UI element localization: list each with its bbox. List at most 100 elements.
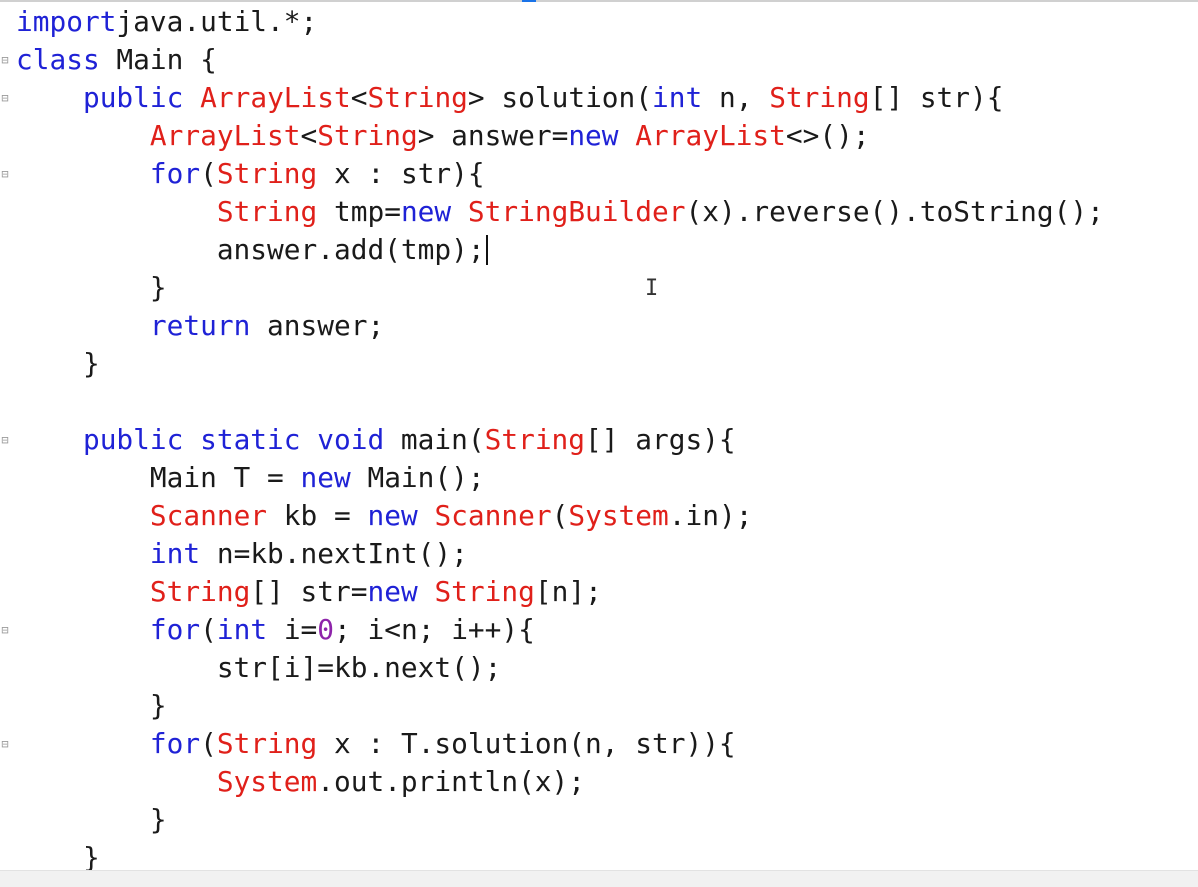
code-line[interactable]: } — [0, 839, 1198, 870]
code-token: > answer= — [417, 119, 569, 152]
fold-marker-icon[interactable]: ⊟ — [1, 623, 9, 637]
code-token: .in); — [668, 499, 753, 532]
code-line[interactable]: String tmp=new StringBuilder(x).reverse(… — [0, 193, 1198, 231]
code-line[interactable]: answer.add(tmp); — [0, 231, 1198, 269]
code-line[interactable]: str[i]=kb.next(); — [0, 649, 1198, 687]
code-token: } — [16, 271, 167, 304]
code-text: System.out.println(x); — [16, 763, 585, 801]
code-token: ( — [200, 727, 217, 760]
code-text: for(String x : str){ — [16, 155, 485, 193]
code-token: String — [434, 575, 535, 608]
code-line[interactable]: } — [0, 687, 1198, 725]
code-token — [451, 195, 468, 228]
code-token: String — [769, 81, 870, 114]
code-token: i= — [267, 613, 318, 646]
code-token — [418, 575, 435, 608]
code-token: ( — [551, 499, 569, 532]
code-token: Scanner — [149, 499, 268, 532]
code-token: String — [216, 727, 318, 760]
code-token — [16, 119, 150, 152]
text-caret — [485, 235, 488, 265]
code-text: answer.add(tmp); — [16, 231, 488, 269]
code-token: System — [568, 499, 669, 532]
code-token: System — [216, 765, 318, 798]
code-token: .out.println(x); — [317, 765, 586, 798]
code-token: for — [149, 613, 201, 646]
code-line[interactable]: ArrayList<String> answer=new ArrayList<>… — [0, 117, 1198, 155]
code-token: tmp= — [317, 195, 401, 228]
code-token — [418, 499, 435, 532]
code-text: String tmp=new StringBuilder(x).reverse(… — [16, 193, 1104, 231]
code-text: str[i]=kb.next(); — [16, 649, 502, 687]
code-line[interactable]: System.out.println(x); — [0, 763, 1198, 801]
code-token: str[i]=kb.next(); — [16, 651, 502, 684]
code-line[interactable]: ⊟ for(String x : str){ — [0, 155, 1198, 193]
code-token: < — [350, 81, 368, 114]
code-text: } — [16, 801, 167, 839]
code-token — [16, 765, 217, 798]
code-text: importjava.util.*; — [16, 3, 317, 41]
code-text: String[] str=new String[n]; — [16, 573, 602, 611]
code-line[interactable]: ⊟ for(String x : T.solution(n, str)){ — [0, 725, 1198, 763]
code-text: public ArrayList<String> solution(int n,… — [16, 79, 1004, 117]
code-token: n, — [702, 81, 770, 114]
code-line[interactable]: Main T = new Main(); — [0, 459, 1198, 497]
code-token: public static void — [82, 423, 385, 456]
code-line[interactable]: ⊟ public static void main(String[] args)… — [0, 421, 1198, 459]
code-token: return — [149, 309, 251, 342]
code-text: for(int i=0; i<n; i++){ — [16, 611, 535, 649]
code-token: String — [216, 157, 318, 190]
code-token — [16, 81, 83, 114]
code-line[interactable]: } — [0, 269, 1198, 307]
fold-marker-icon[interactable]: ⊟ — [1, 737, 9, 751]
fold-marker-icon[interactable]: ⊟ — [1, 53, 9, 67]
code-line[interactable]: importjava.util.*; — [0, 3, 1198, 41]
code-line[interactable]: ⊟ public ArrayList<String> solution(int … — [0, 79, 1198, 117]
fold-marker-icon[interactable]: ⊟ — [1, 91, 9, 105]
code-token: <>(); — [785, 119, 870, 152]
code-token: for — [149, 157, 201, 190]
code-line[interactable]: } — [0, 801, 1198, 839]
code-token — [16, 575, 150, 608]
code-line[interactable]: } — [0, 345, 1198, 383]
code-token: < — [300, 119, 318, 152]
code-token: int — [149, 537, 201, 570]
code-token: String — [149, 575, 251, 608]
code-line[interactable]: String[] str=new String[n]; — [0, 573, 1198, 611]
code-text: Main T = new Main(); — [16, 459, 485, 497]
code-token: main( — [384, 423, 485, 456]
code-token: [] str){ — [869, 81, 1004, 114]
code-text: } — [16, 269, 167, 307]
code-line[interactable]: ⊟ for(int i=0; i<n; i++){ — [0, 611, 1198, 649]
code-text: int n=kb.nextInt(); — [16, 535, 468, 573]
horizontal-scrollbar[interactable] — [0, 870, 1198, 887]
code-line[interactable]: Scanner kb = new Scanner(System.in); — [0, 497, 1198, 535]
code-token: String — [367, 81, 468, 114]
code-token: public — [82, 81, 184, 114]
code-token: } — [16, 689, 167, 722]
code-token — [16, 727, 150, 760]
code-token — [16, 613, 150, 646]
code-line[interactable]: return answer; — [0, 307, 1198, 345]
code-token — [183, 81, 200, 114]
code-text: class Main { — [16, 41, 217, 79]
code-token: } — [16, 803, 167, 836]
code-text: public static void main(String[] args){ — [16, 421, 736, 459]
code-token — [16, 309, 150, 342]
code-line[interactable] — [0, 383, 1198, 421]
code-token: [] args){ — [585, 423, 736, 456]
code-token: x : T.solution(n, str)){ — [317, 727, 736, 760]
code-token: n=kb.nextInt(); — [200, 537, 468, 570]
fold-marker-icon[interactable]: ⊟ — [1, 167, 9, 181]
code-token: answer.add(tmp); — [16, 233, 485, 266]
fold-marker-icon[interactable]: ⊟ — [1, 433, 9, 447]
code-token: import — [16, 5, 117, 38]
code-token: } — [16, 841, 100, 870]
code-token: Main(); — [350, 461, 485, 494]
code-token: } — [16, 347, 100, 380]
code-line[interactable]: ⊟ class Main { — [0, 41, 1198, 79]
code-token — [16, 423, 83, 456]
code-token: new — [568, 119, 619, 152]
code-line[interactable]: int n=kb.nextInt(); — [0, 535, 1198, 573]
